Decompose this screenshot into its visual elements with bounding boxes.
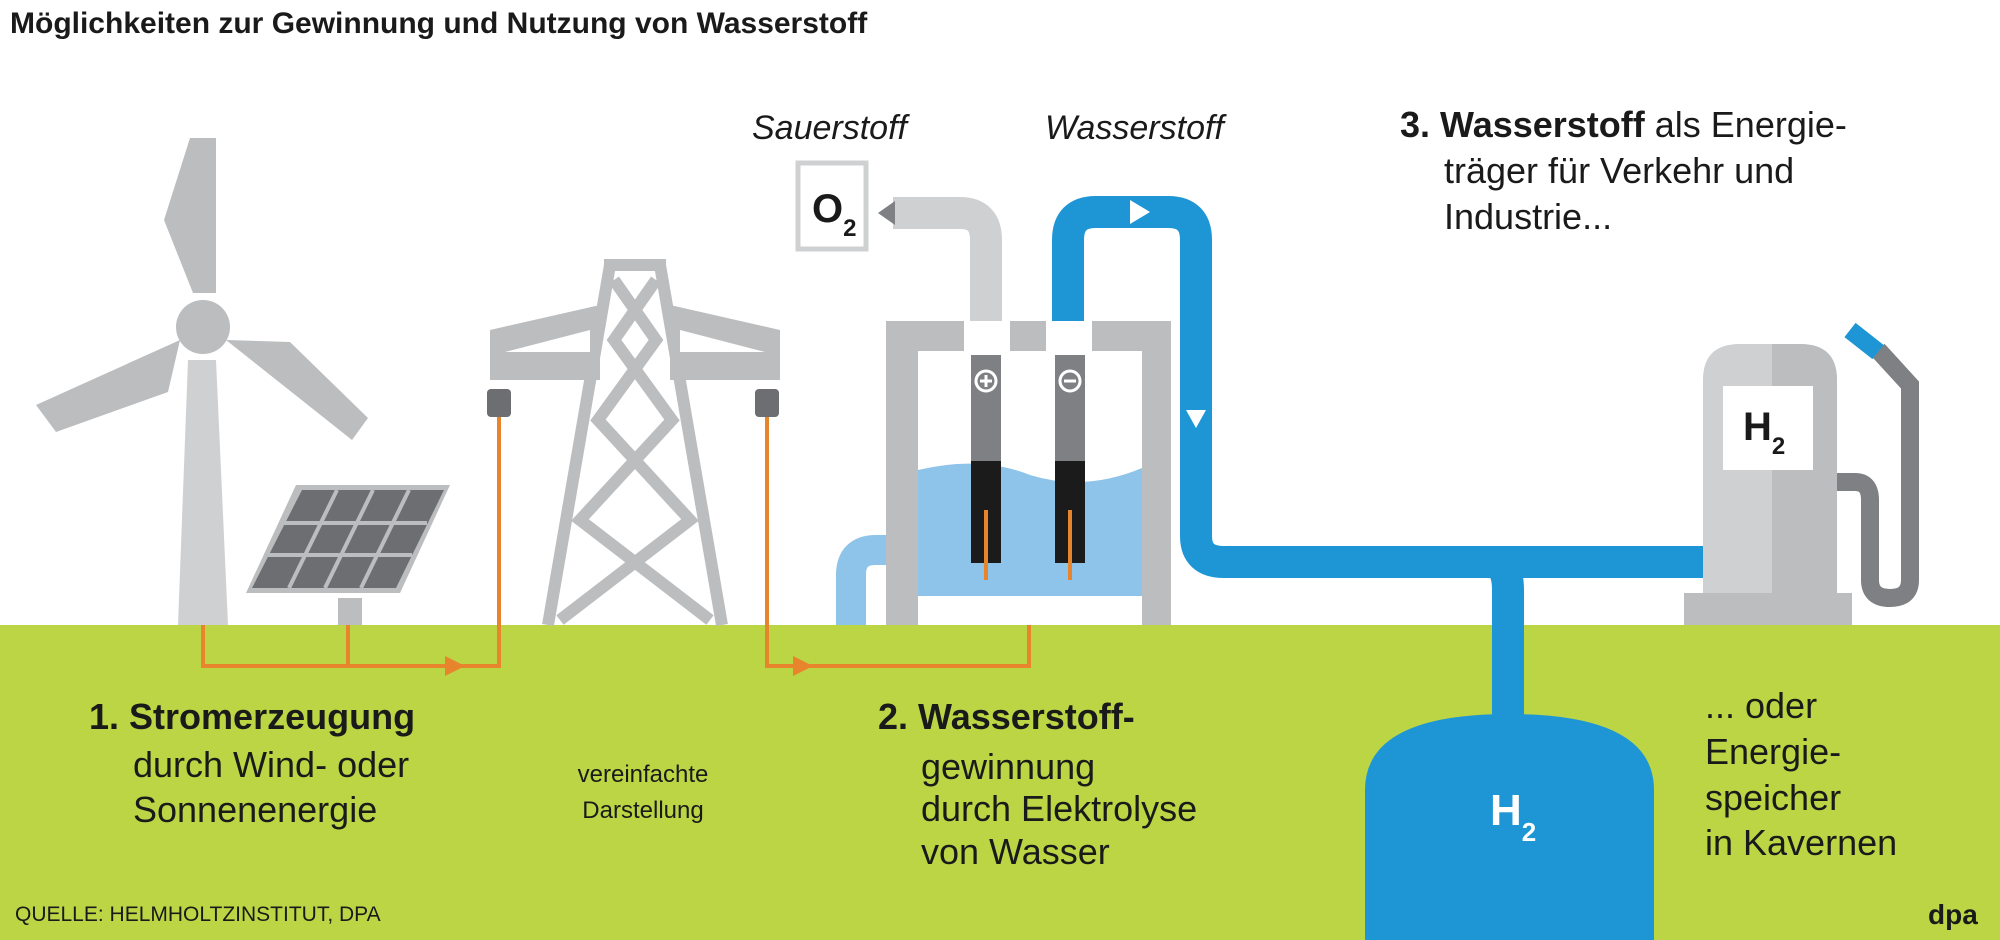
svg-text:gewinnung: gewinnung bbox=[921, 746, 1095, 787]
svg-text:in Kavernen: in Kavernen bbox=[1705, 822, 1897, 863]
o2-symbol: O2 bbox=[812, 187, 856, 242]
simplified-note: vereinfachte Darstellung bbox=[578, 761, 709, 824]
oxygen-label: Sauerstoff bbox=[752, 109, 911, 147]
svg-text:3. Wasserstoff als Energie-: 3. Wasserstoff als Energie- bbox=[1400, 104, 1847, 145]
arrow-right-icon bbox=[1130, 200, 1150, 224]
arrow-right-icon bbox=[793, 656, 813, 676]
hydrogen-pipe-branch bbox=[1488, 546, 1524, 720]
svg-text:2. Wasserstoff-: 2. Wasserstoff- bbox=[878, 696, 1135, 737]
page-title: Möglichkeiten zur Gewinnung und Nutzung … bbox=[10, 7, 868, 40]
dpa-logo: dpa bbox=[1928, 899, 1978, 930]
svg-text:von Wasser: von Wasser bbox=[921, 831, 1110, 872]
svg-text:träger für Verkehr und: träger für Verkehr und bbox=[1444, 150, 1794, 191]
svg-text:Sonnenenergie: Sonnenenergie bbox=[133, 789, 377, 830]
svg-text:... oder: ... oder bbox=[1705, 685, 1817, 726]
arrow-left-icon bbox=[878, 201, 895, 225]
svg-text:speicher: speicher bbox=[1705, 777, 1841, 818]
wind-turbine-icon bbox=[36, 138, 368, 625]
oxygen-pipe bbox=[893, 197, 1002, 321]
svg-text:Darstellung: Darstellung bbox=[582, 797, 703, 824]
tank-h2-label: H2 bbox=[1490, 786, 1536, 847]
svg-text:1. Stromerzeugung: 1. Stromerzeugung bbox=[89, 696, 415, 737]
step3-text: 3. Wasserstoff als Energie- träger für V… bbox=[1400, 104, 1847, 237]
svg-text:vereinfachte: vereinfachte bbox=[578, 761, 709, 788]
water-inlet-pipe bbox=[836, 535, 930, 625]
hydrogen-label: Wasserstoff bbox=[1045, 109, 1227, 147]
svg-text:durch Wind- oder: durch Wind- oder bbox=[133, 744, 409, 785]
power-pylon-icon bbox=[490, 259, 780, 627]
step2-text: 2. Wasserstoff- gewinnung durch Elektrol… bbox=[878, 696, 1197, 872]
svg-text:Energie-: Energie- bbox=[1705, 731, 1841, 772]
minus-icon bbox=[1058, 369, 1082, 393]
fuel-pump-icon bbox=[1684, 322, 1919, 625]
svg-text:Industrie...: Industrie... bbox=[1444, 196, 1612, 237]
insulator-left bbox=[487, 389, 511, 417]
arrow-down-icon bbox=[1186, 410, 1206, 428]
source-credit: QUELLE: HELMHOLTZINSTITUT, DPA bbox=[15, 903, 381, 926]
oxygen-box bbox=[795, 160, 869, 252]
storage-text: ... oder Energie- speicher in Kavernen bbox=[1705, 685, 1897, 863]
plus-icon bbox=[974, 369, 998, 393]
hydrogen-pipe bbox=[1052, 196, 1703, 578]
step1-text: 1. Stromerzeugung durch Wind- oder Sonne… bbox=[89, 696, 415, 830]
ground bbox=[0, 625, 2000, 940]
svg-text:durch Elektrolyse: durch Elektrolyse bbox=[921, 788, 1197, 829]
arrow-right-icon bbox=[445, 656, 465, 676]
insulator-right bbox=[755, 389, 779, 417]
solar-panel-icon bbox=[246, 485, 450, 625]
electrolyzer bbox=[886, 305, 1171, 625]
pump-h2-label: H2 bbox=[1743, 405, 1785, 460]
hydrogen-cavern-tank bbox=[1365, 714, 1654, 940]
